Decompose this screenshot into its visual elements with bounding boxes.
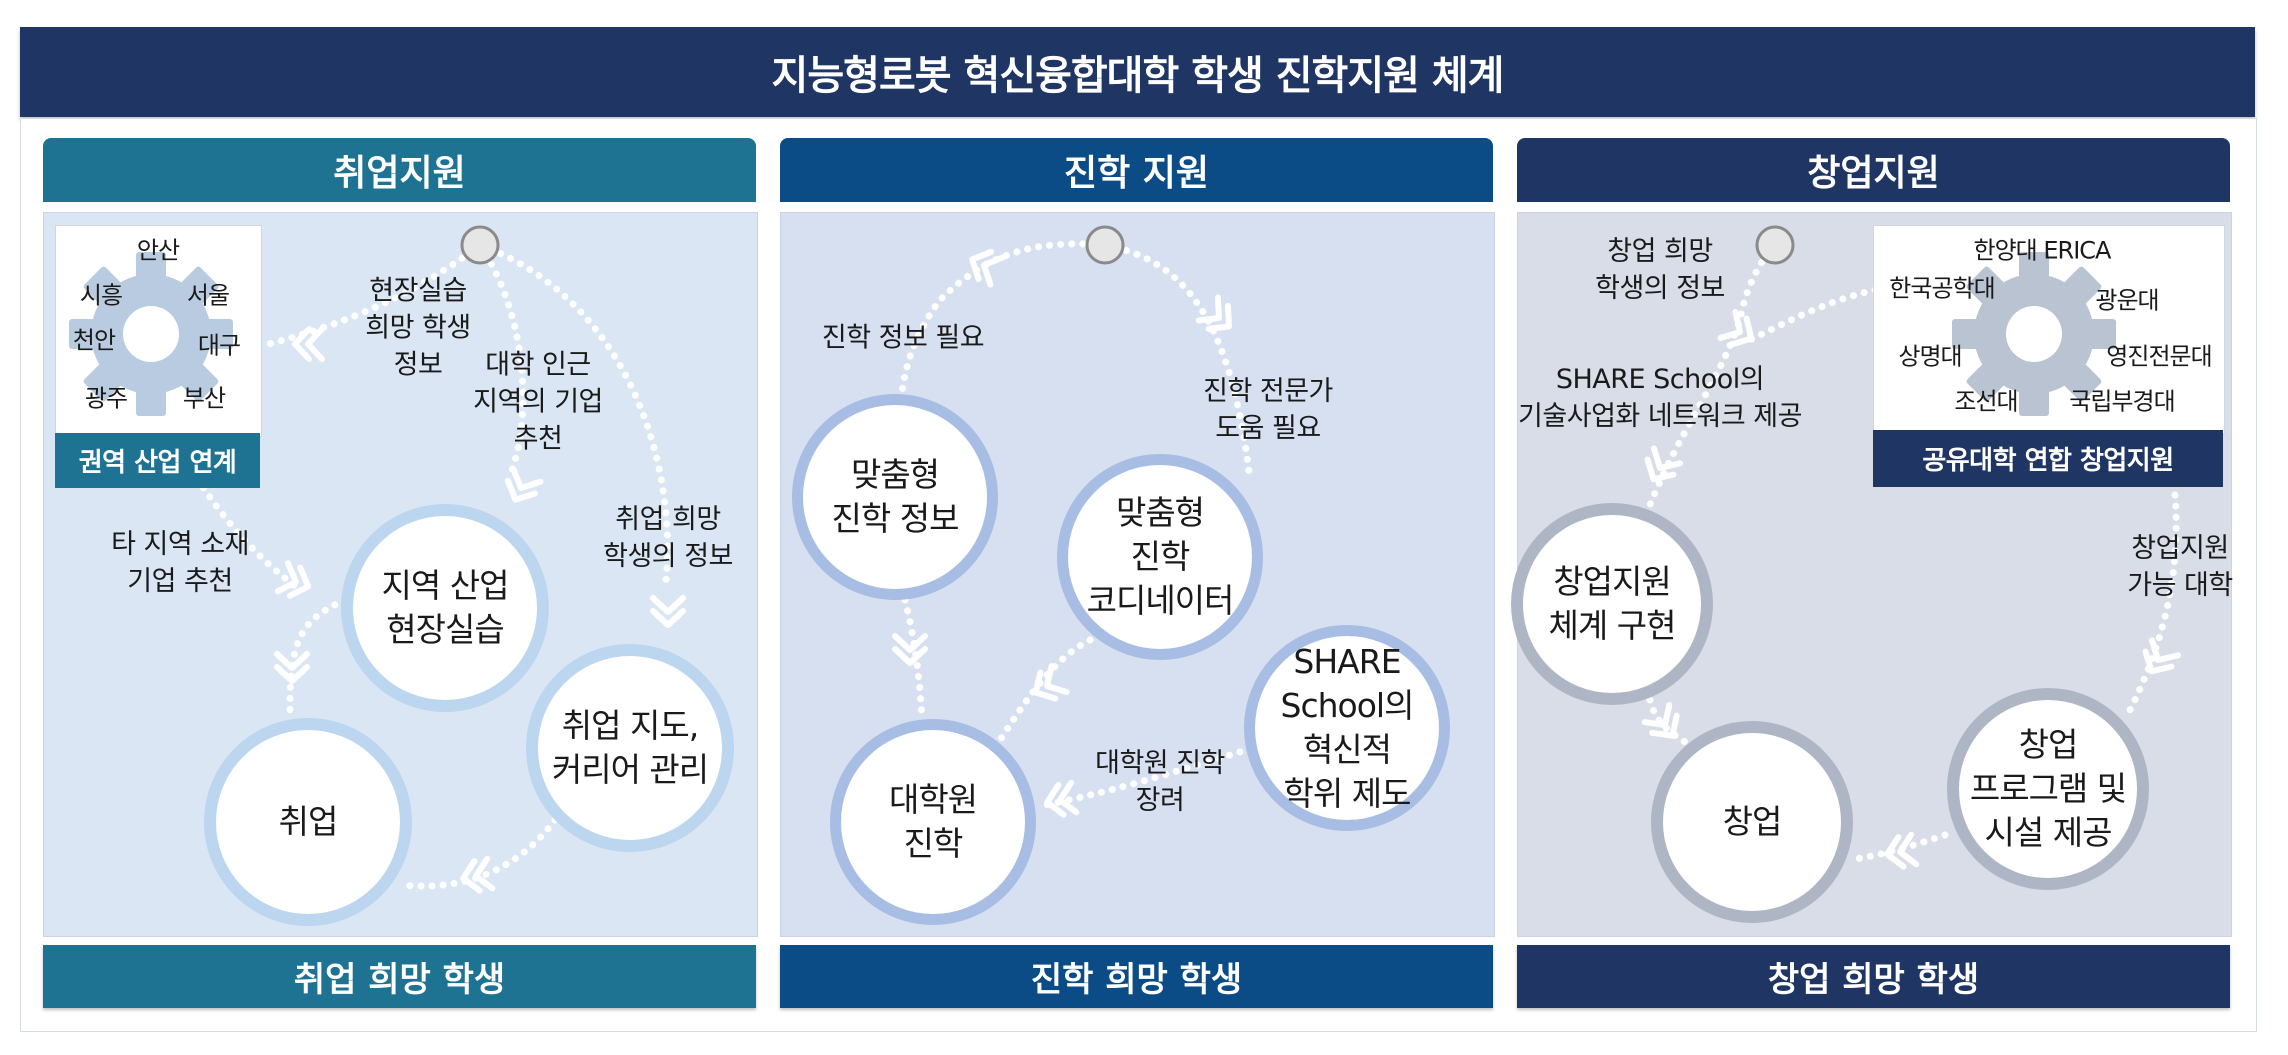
column-header-graduate: 진학 지원 [780, 138, 1493, 202]
university-label: 상명대 [1898, 342, 1962, 371]
column-header-employment: 취업지원 [43, 138, 756, 202]
circle-employment: 취업 [204, 718, 412, 926]
city-label: 대구 [197, 331, 241, 360]
column-footer-startup: 창업 희망 학생 [1517, 945, 2230, 1008]
column-footer-graduate: 진학 희망 학생 [780, 945, 1493, 1008]
university-label: 한양대 ERICA [1973, 236, 2112, 265]
university-label: 광운대 [2095, 286, 2159, 315]
city-label: 부산 [182, 384, 226, 413]
city-label: 천안 [72, 326, 116, 355]
university-label: 국립부경대 [2069, 387, 2175, 416]
university-union-box: 한양대 ERICA 한국공학대 광운대 상명대 영진전문대 조선대 국립부경대 [1873, 225, 2225, 434]
city-label: 광주 [84, 384, 128, 413]
circle-career-guidance: 취업 지도,커리어 관리 [526, 644, 734, 852]
gear-icon [1952, 252, 2116, 416]
university-union-label: 공유대학 연합 창업지원 [1873, 430, 2223, 487]
flow-label: 진학 정보 필요 [821, 322, 985, 354]
regional-industry-label: 권역 산업 연계 [55, 433, 260, 488]
page-title: 지능형로봇 혁신융합대학 학생 진학지원 체계 [20, 27, 2255, 117]
university-label: 한국공학대 [1889, 274, 1995, 303]
university-label: 조선대 [1954, 387, 2018, 416]
column-footer-employment: 취업 희망 학생 [43, 945, 756, 1008]
university-label: 영진전문대 [2106, 342, 2212, 371]
city-label: 서울 [186, 281, 230, 310]
circle-startup: 창업 [1651, 721, 1853, 923]
regional-industry-box: 안산 시흥 서울 천안 대구 광주 부산 [55, 225, 262, 437]
city-label: 시흥 [79, 281, 123, 310]
city-label: 안산 [136, 236, 180, 265]
column-header-startup: 창업지원 [1517, 138, 2230, 202]
gear-icon [69, 252, 233, 416]
